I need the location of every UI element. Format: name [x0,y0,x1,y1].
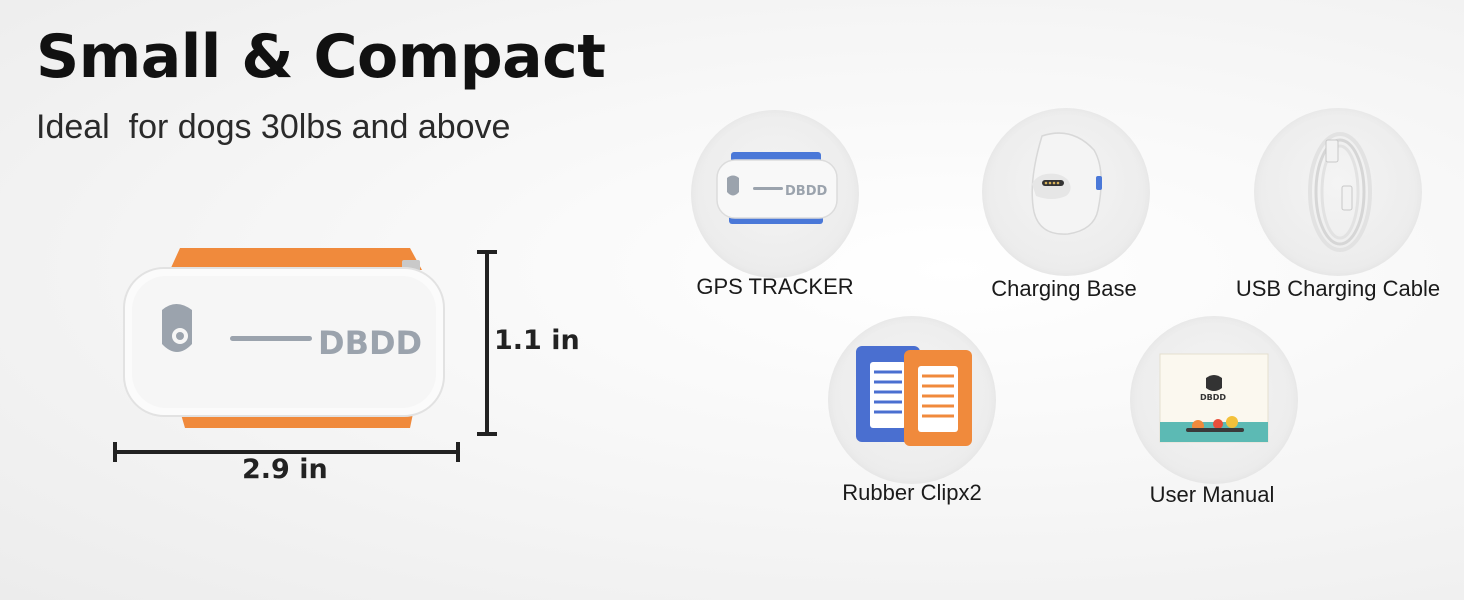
usb-cable-label: USB Charging Cable [1235,276,1441,301]
package-item-rubber-clip: Rubber Clipx2 [782,316,1042,516]
page-subtitle: Ideal for dogs 30lbs and above [36,108,511,146]
package-item-gps-tracker: DBDD GPS TRACKER [645,110,905,310]
height-dimension-label: 1.1 in [494,325,580,356]
package-item-usb-cable: USB Charging Cable [1208,108,1464,308]
gps-tracker-icon: DBDD [716,152,838,224]
charging-base-icon [1031,132,1102,235]
svg-text:DBDD: DBDD [785,184,827,199]
svg-text:DBDD: DBDD [1200,393,1226,402]
gps-tracker-large-icon: DBDD [123,248,445,428]
package-item-user-manual: DBDD User Manual [1082,316,1342,516]
page-title: Small & Compact [36,22,606,92]
rubber-clip-icon [856,346,972,446]
user-manual-label: User Manual [1149,482,1275,507]
charging-base-label: Charging Base [991,276,1137,301]
user-manual-icon: DBDD [1159,353,1269,443]
package-item-charging-base: Charging Base [934,108,1194,308]
usb-cable-icon [1308,132,1372,252]
gps-tracker-device-image: DBDD [110,238,490,483]
dimension-lines [113,250,497,462]
gps-tracker-label: GPS TRACKER [696,274,854,299]
width-dimension-label: 2.9 in [242,454,328,485]
device-brand-text: DBDD [318,324,422,362]
rubber-clip-label: Rubber Clipx2 [842,480,982,505]
